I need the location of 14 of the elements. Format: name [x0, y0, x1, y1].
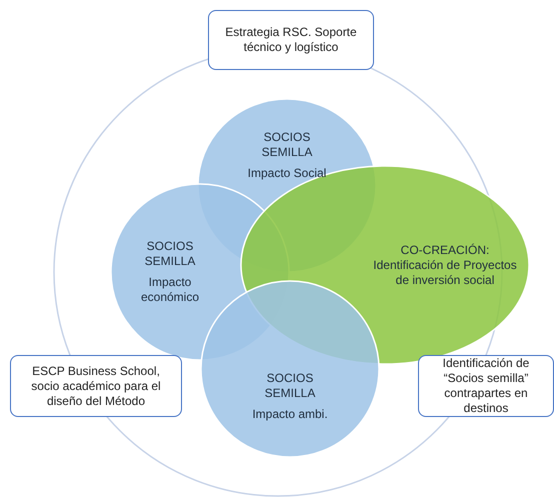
text-box: [10, 355, 182, 417]
text-box: [418, 355, 554, 417]
box-text: Estrategia RSC. Soporte técnico y logístico: [224, 25, 358, 55]
circle-heading: SOCIOS SEMILLA: [144, 239, 196, 269]
circle-heading: SOCIOS SEMILLA: [260, 130, 314, 160]
box-text: ESCP Business School, socio académico para el diseño del Método: [30, 364, 162, 408]
venn-circle: [200, 280, 380, 458]
circle-text: Impacto Social: [248, 166, 326, 181]
box-text: Identificación de “Socios semilla” contrapartes en destinos: [442, 356, 530, 416]
circle-heading: CO-CREACIÓN: Identificación de Proyectos de inversión social: [372, 242, 518, 288]
circle-heading: SOCIOS SEMILLA: [264, 371, 316, 401]
circle-text: Impacto económico: [140, 275, 200, 305]
circle-text: Impacto ambi.: [252, 407, 328, 422]
text-box: [208, 10, 374, 70]
